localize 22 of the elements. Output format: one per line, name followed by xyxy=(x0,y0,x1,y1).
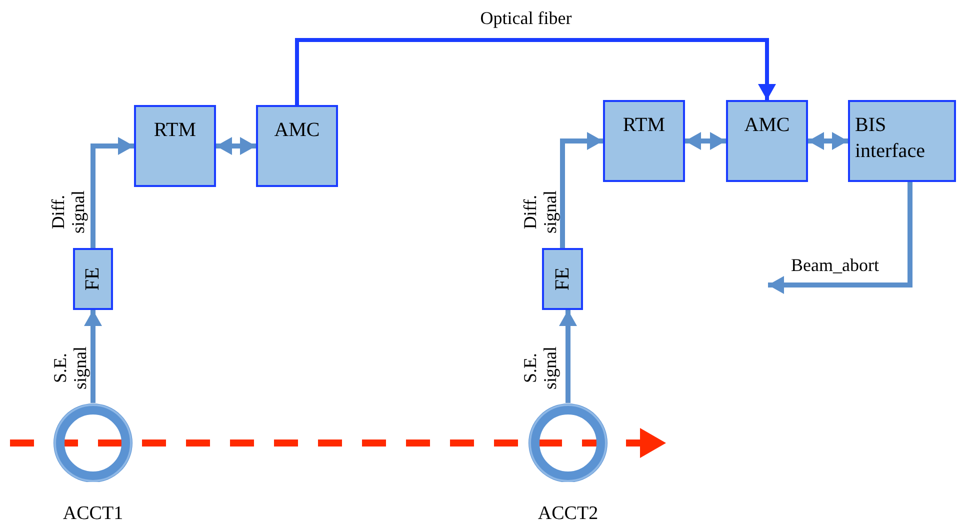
sensor-label: ACCT2 xyxy=(538,504,598,523)
edge-label: S.E. signal xyxy=(520,346,560,392)
arrow xyxy=(295,38,776,105)
arrow xyxy=(808,132,848,150)
module-box: FE xyxy=(542,248,583,310)
module-box: RTM xyxy=(603,100,685,182)
edge-label: S.E. signal xyxy=(50,346,90,392)
arrow xyxy=(560,132,603,248)
arrow xyxy=(90,137,134,248)
module-box: BIS interface xyxy=(848,100,956,182)
arrow xyxy=(84,310,102,403)
module-box: AMC xyxy=(726,100,808,182)
arrow xyxy=(216,137,256,155)
module-box: RTM xyxy=(134,105,216,187)
edge-label: Diff. signal xyxy=(520,190,560,236)
module-box: AMC xyxy=(256,105,338,187)
module-box: FE xyxy=(73,248,113,310)
arrow xyxy=(768,182,912,294)
arrow xyxy=(559,310,577,403)
arrow xyxy=(685,132,726,150)
sensor-label: ACCT1 xyxy=(62,504,124,523)
edge-label: Diff. signal xyxy=(48,190,88,236)
